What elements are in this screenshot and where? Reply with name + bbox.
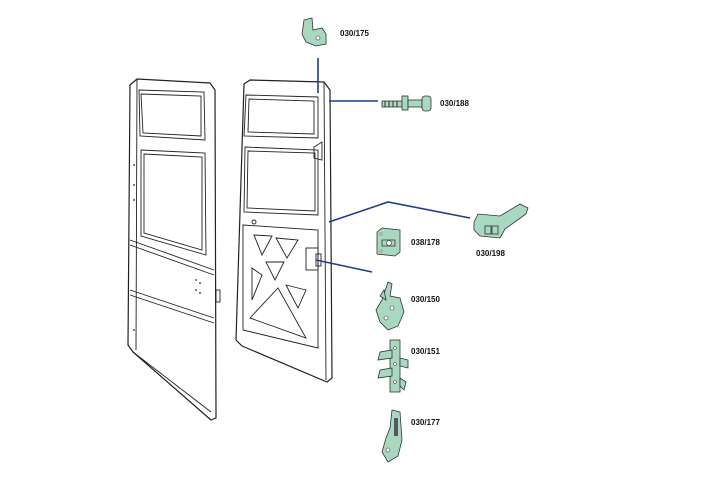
part-030-198[interactable]: 030/198 — [473, 203, 529, 258]
part-030-151[interactable]: 030/151 — [377, 339, 440, 393]
right-rear-door — [235, 79, 333, 383]
part-030-175[interactable]: 030/175 — [301, 17, 369, 47]
part-label: 030/177 — [411, 418, 440, 427]
part-label: 038/178 — [411, 238, 440, 247]
part-030-188[interactable]: 030/188 — [381, 95, 469, 112]
leader-lines — [315, 58, 471, 273]
part-038-178[interactable]: 038/178 — [376, 227, 440, 257]
part-030-150[interactable]: 030/150 — [375, 281, 440, 331]
part-label: 030/150 — [411, 295, 440, 304]
part-label: 030/198 — [476, 249, 505, 258]
part-label: 030/151 — [411, 347, 440, 356]
part-030-177[interactable]: 030/177 — [381, 409, 440, 463]
part-label: 030/188 — [440, 99, 469, 108]
part-label: 030/175 — [340, 29, 369, 38]
left-rear-door — [127, 78, 221, 421]
